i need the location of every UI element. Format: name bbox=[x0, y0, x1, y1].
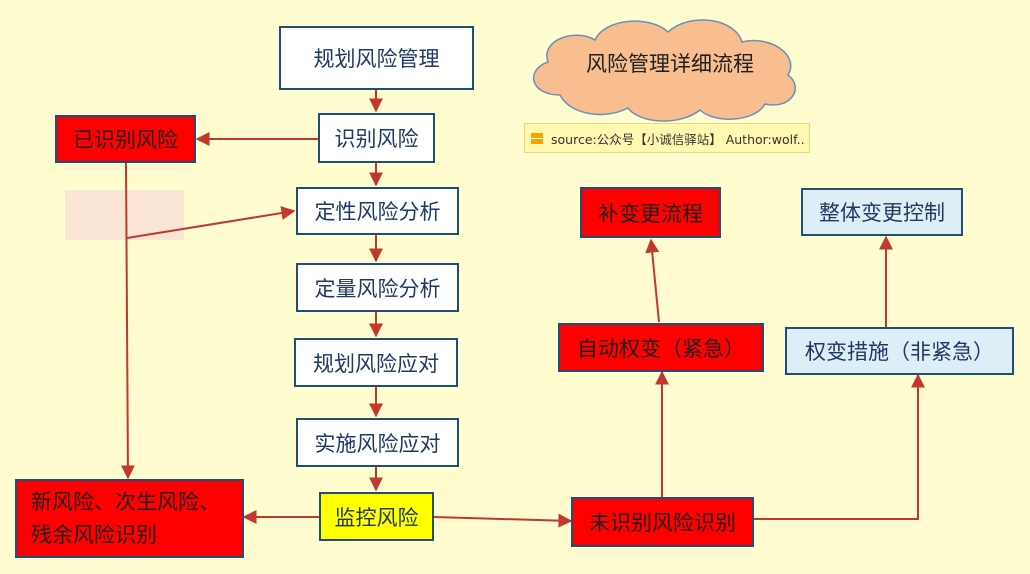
node-qualitative-analysis[interactable]: 定性风险分析 bbox=[296, 187, 459, 235]
node-quantitative-analysis[interactable]: 定量风险分析 bbox=[296, 263, 459, 312]
node-supplement-change[interactable]: 补变更流程 bbox=[580, 187, 721, 238]
arrow-identified-to-qual bbox=[126, 206, 296, 239]
source-note-text: source:公众号【小诚信驿站】 Author:wolf.. bbox=[551, 131, 805, 147]
node-auto-workaround[interactable]: 自动权变（紧急） bbox=[558, 323, 764, 372]
node-integrated-change-control[interactable]: 整体变更控制 bbox=[801, 188, 963, 236]
arrow-auto-to-supplement bbox=[645, 238, 660, 323]
arrow-monitor-to-unidentified bbox=[433, 513, 573, 528]
arrow-identified-to-new bbox=[120, 162, 135, 480]
node-plan-risk-response[interactable]: 规划风险应对 bbox=[294, 338, 458, 387]
connector-lines bbox=[120, 90, 925, 528]
node-new-risk-identification[interactable]: 新风险、次生风险、残余风险识别 bbox=[15, 479, 244, 558]
node-plan-risk-management[interactable]: 规划风险管理 bbox=[279, 26, 474, 90]
note-icon bbox=[531, 132, 543, 144]
node-monitor-risk[interactable]: 监控风险 bbox=[319, 492, 434, 541]
node-workaround-nonurgent[interactable]: 权变措施（非紧急） bbox=[785, 327, 1014, 375]
source-note: source:公众号【小诚信驿站】 Author:wolf.. bbox=[524, 123, 810, 153]
node-implement-response[interactable]: 实施风险应对 bbox=[296, 418, 459, 467]
node-unidentified-risk[interactable]: 未识别风险识别 bbox=[571, 497, 754, 547]
node-identified-risk[interactable]: 已识别风险 bbox=[55, 115, 196, 163]
node-identify-risk[interactable]: 识别风险 bbox=[318, 113, 435, 163]
cloud-shape bbox=[532, 19, 796, 122]
arrow-unidentified-to-workaround bbox=[754, 373, 925, 520]
diagram-title: 风险管理详细流程 bbox=[586, 52, 754, 76]
